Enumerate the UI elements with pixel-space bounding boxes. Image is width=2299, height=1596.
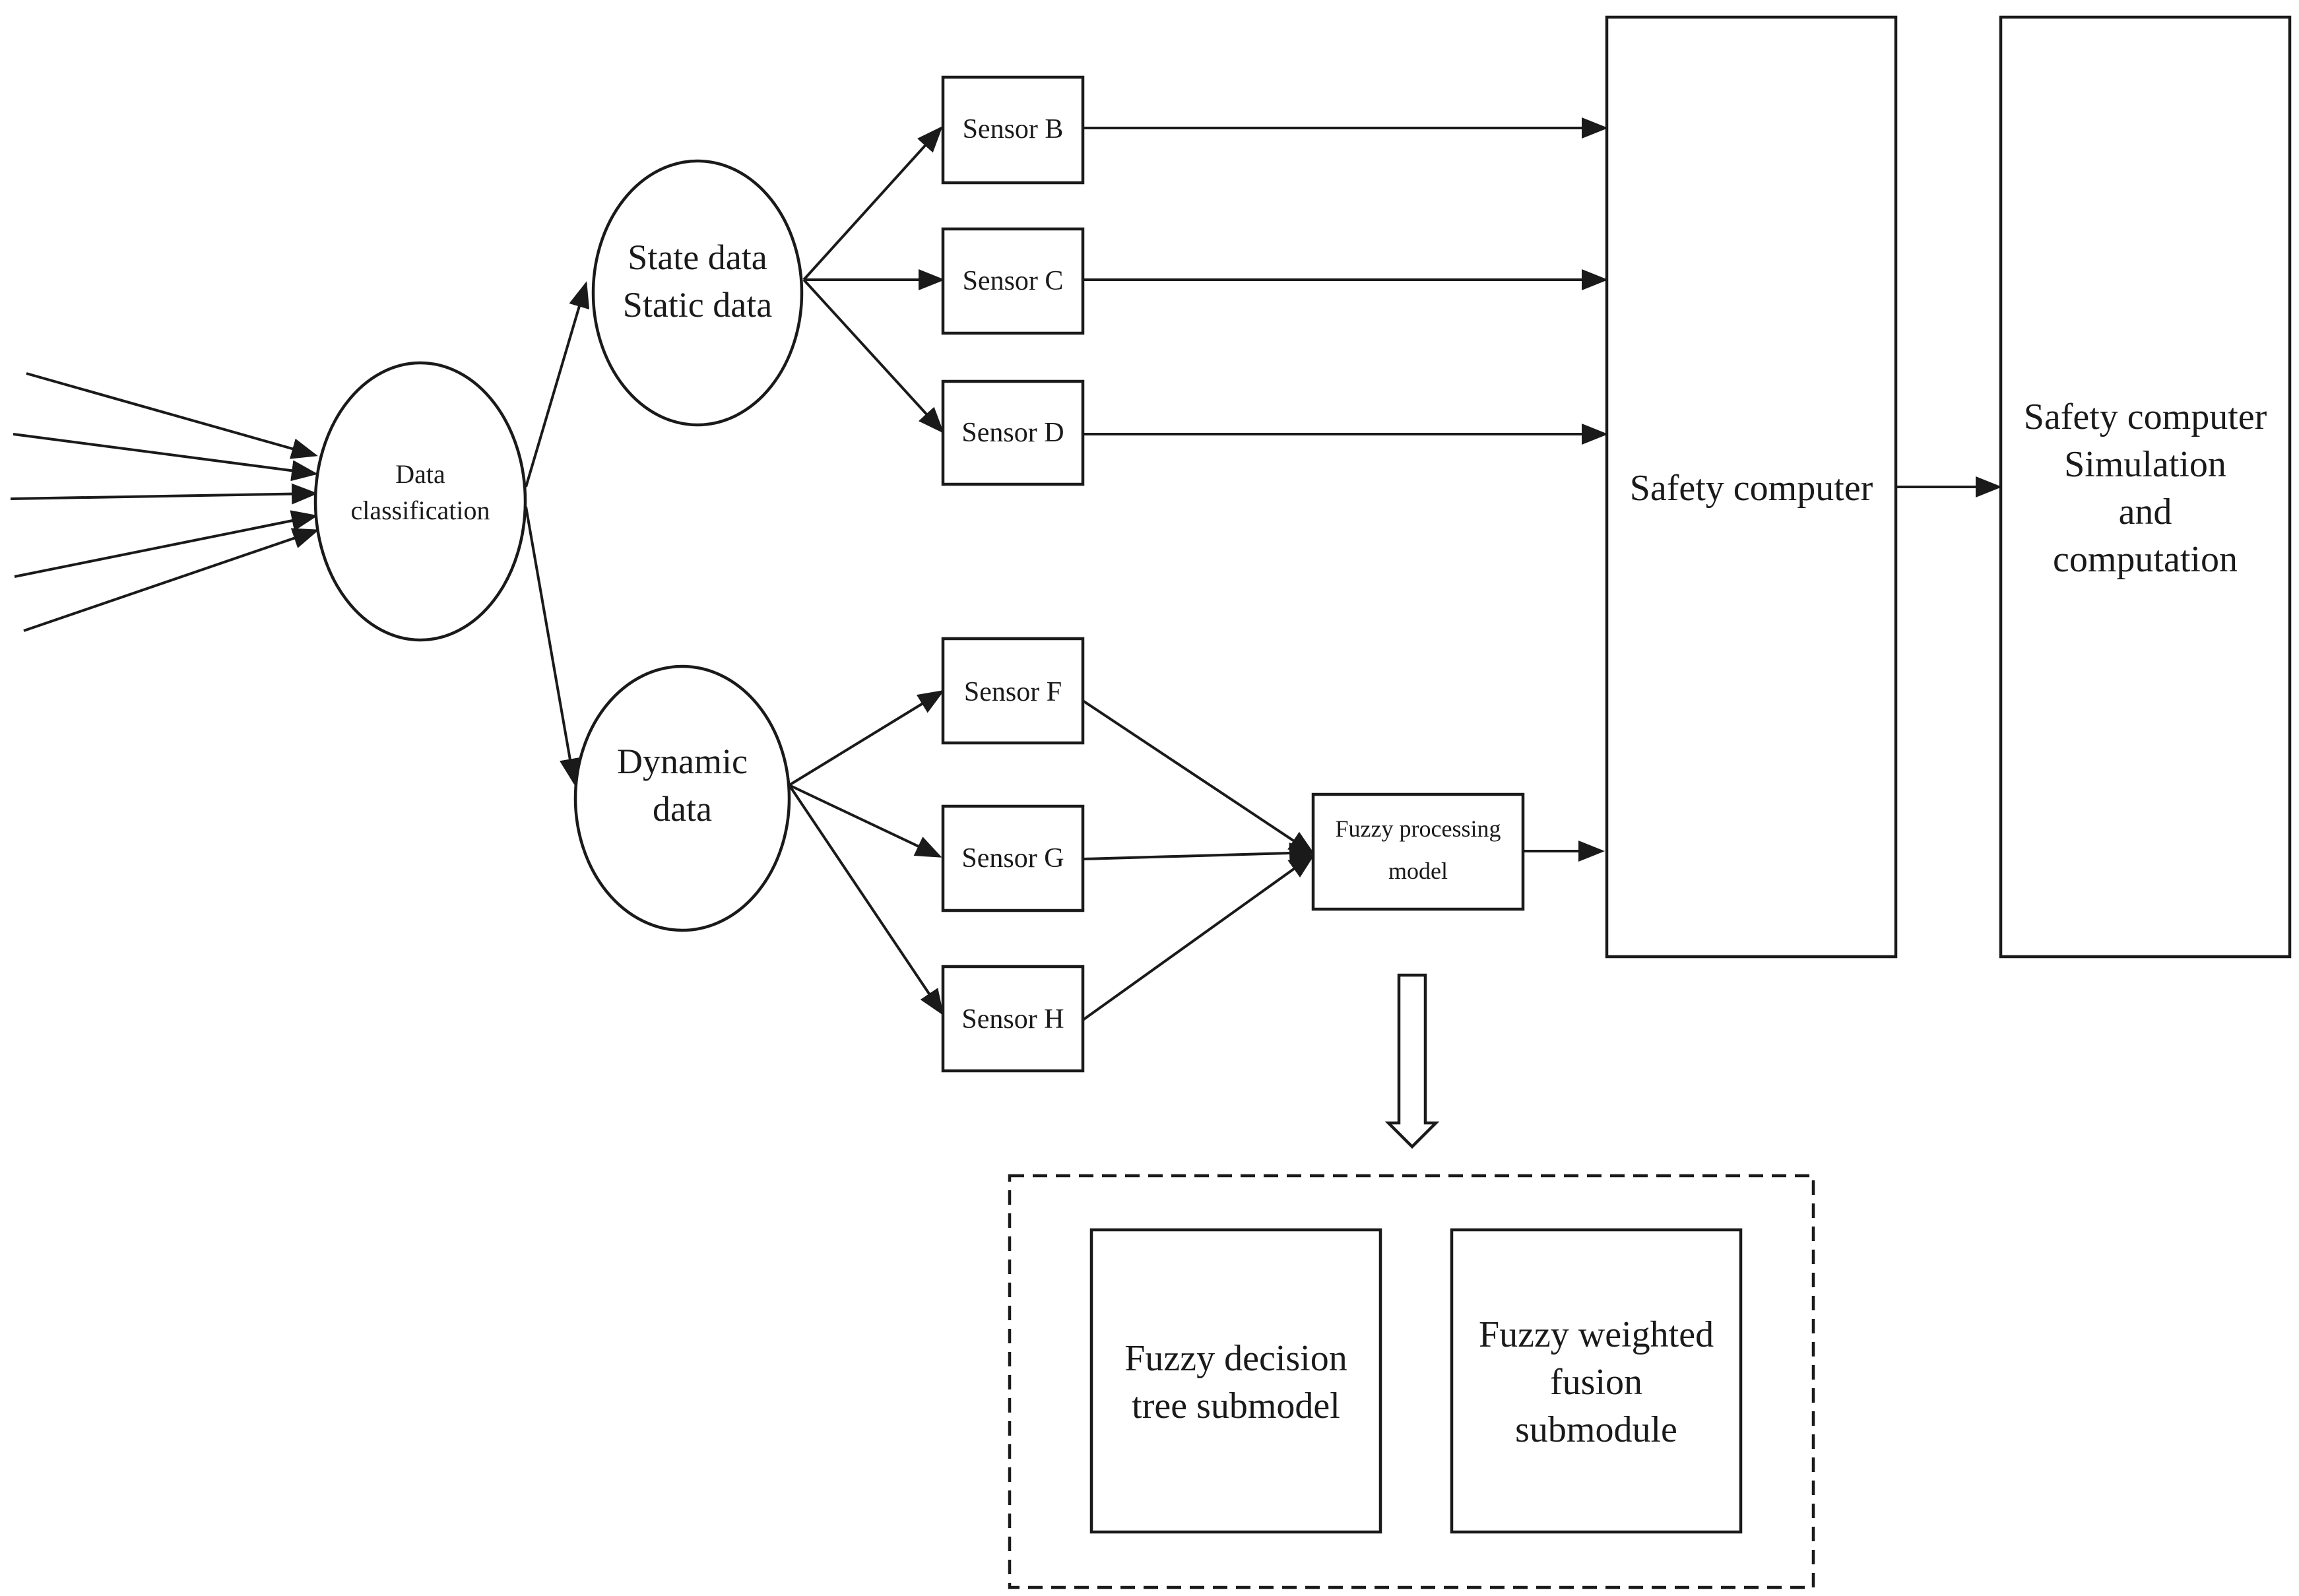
fuzzy-weighted-line3: submodule [1515, 1409, 1677, 1450]
arrow-classification-to-dynamic [525, 506, 581, 785]
arrow-classification-to-state [525, 281, 590, 488]
sensor-f-label: Sensor F [964, 677, 1062, 707]
sensor-c-label: Sensor C [963, 266, 1064, 296]
node-fuzzy-decision-tree: Fuzzy decision tree submodel [1089, 1228, 1382, 1534]
sensor-d-label: Sensor D [961, 418, 1064, 448]
sensor-b-label: Sensor B [963, 114, 1064, 144]
data-classification-line2: classification [350, 495, 490, 525]
state-data-line2: Static data [623, 285, 772, 325]
dynamic-data-line2: data [653, 789, 712, 829]
input-arrow-1 [26, 372, 318, 459]
node-sensor-d: Sensor D [941, 379, 1085, 486]
node-sensor-b: Sensor B [941, 75, 1085, 185]
input-arrow-5 [23, 528, 319, 632]
node-safety-computer: Safety computer [1605, 15, 1898, 959]
hollow-down-arrow [1384, 973, 1440, 1149]
node-data-classification: Data classification [313, 361, 527, 642]
fuzzy-decision-line2: tree submodel [1132, 1386, 1340, 1426]
simulation-line1: Safety computer [2024, 397, 2267, 437]
node-safety-simulation: Safety computer Simulation and computati… [1999, 15, 2292, 959]
node-sensor-g: Sensor G [941, 804, 1085, 912]
arrow-sensor-g-to-fuzzy [1082, 843, 1316, 864]
fuzzy-processing-line1: Fuzzy processing [1336, 815, 1501, 842]
arrow-state-to-sensor-b [802, 126, 943, 281]
arrow-sensor-h-to-fuzzy [1082, 853, 1316, 1021]
node-sensor-f: Sensor F [941, 637, 1085, 745]
state-data-line1: State data [628, 238, 767, 277]
arrow-state-to-sensor-d [802, 278, 944, 433]
sensor-h-label: Sensor H [961, 1004, 1064, 1035]
node-sensor-h: Sensor H [941, 965, 1085, 1073]
arrow-sensor-f-to-fuzzy [1082, 699, 1316, 856]
node-state-data: State data Static data [591, 159, 804, 427]
input-arrow-3 [10, 483, 318, 505]
node-fuzzy-weighted-fusion: Fuzzy weighted fusion submodule [1450, 1228, 1743, 1534]
arrow-dynamic-to-sensor-h [788, 784, 944, 1016]
input-arrow-4 [14, 510, 318, 578]
arrow-dynamic-to-sensor-g [789, 784, 942, 858]
node-dynamic-data: Dynamic data [573, 664, 791, 932]
dynamic-data-line1: Dynamic [617, 742, 748, 781]
node-sensor-c: Sensor C [941, 227, 1085, 335]
simulation-line2: Simulation [2064, 444, 2226, 485]
submodel-group-frame [1008, 1174, 1815, 1589]
fuzzy-weighted-line2: fusion [1550, 1362, 1642, 1403]
arrow-dynamic-to-sensor-f [788, 689, 945, 786]
fuzzy-processing-line2: model [1388, 858, 1448, 884]
fuzzy-decision-line1: Fuzzy decision [1124, 1338, 1347, 1379]
simulation-line3: and [2119, 492, 2172, 532]
data-classification-line1: Data [395, 459, 445, 489]
fuzzy-weighted-line1: Fuzzy weighted [1479, 1314, 1714, 1355]
input-arrow-2 [13, 433, 318, 482]
node-fuzzy-processing-model: Fuzzy processing model [1311, 792, 1525, 911]
edges [10, 117, 2002, 1021]
simulation-line4: computation [2053, 539, 2238, 580]
sensor-g-label: Sensor G [961, 843, 1064, 874]
safety-computer-label: Safety computer [1630, 468, 1873, 509]
